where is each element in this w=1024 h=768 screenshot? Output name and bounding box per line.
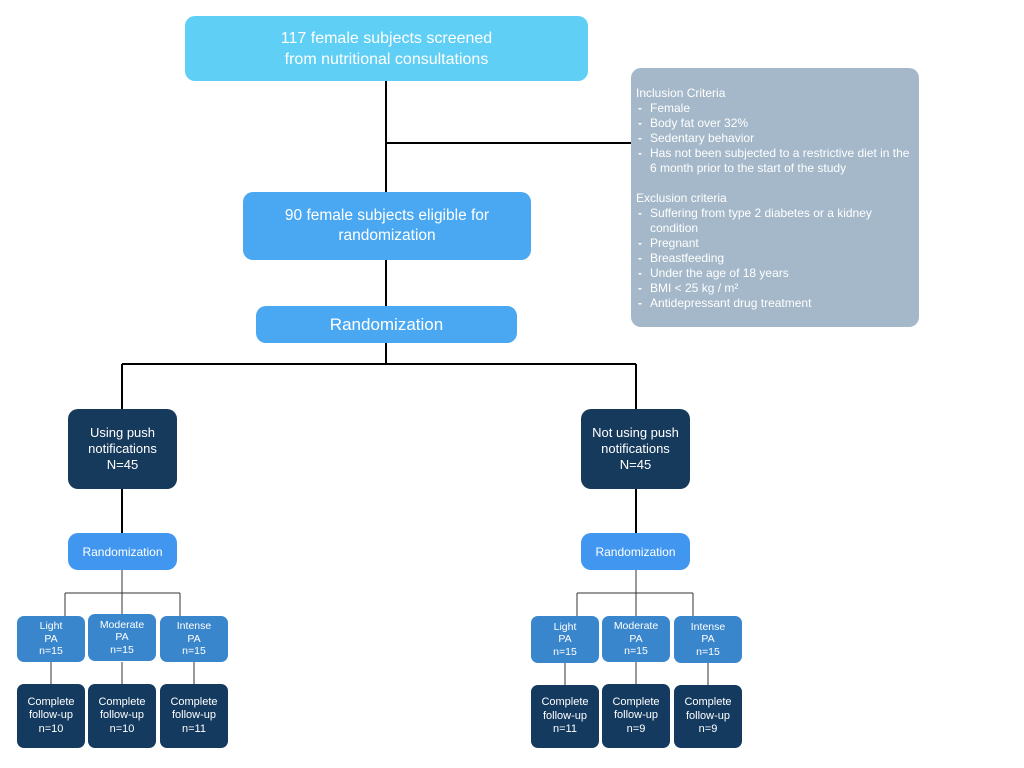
pa-group-label: Moderate PA n=15 (613, 620, 659, 658)
pa-group-light: Light PA n=15 (17, 616, 85, 662)
exclusion-item: Antidepressant drug treatment (636, 296, 911, 311)
followup-box: Complete follow-up n=10 (17, 684, 85, 748)
pa-group-moderate: Moderate PA n=15 (88, 614, 156, 661)
criteria-box: Inclusion Criteria Female Body fat over … (631, 68, 919, 327)
followup-box: Complete follow-up n=9 (602, 684, 670, 748)
followup-label: Complete follow-up n=10 (27, 695, 75, 735)
inclusion-item: Sedentary behavior (636, 131, 911, 146)
followup-box: Complete follow-up n=9 (674, 685, 742, 748)
pa-group-intense: Intense PA n=15 (674, 616, 742, 663)
inclusion-item: Has not been subjected to a restrictive … (636, 146, 911, 176)
pa-group-intense: Intense PA n=15 (160, 616, 228, 662)
pa-group-light: Light PA n=15 (531, 616, 599, 663)
arm-randomization-box: Randomization (581, 533, 690, 570)
followup-label: Complete follow-up n=10 (98, 695, 146, 735)
pa-group-moderate: Moderate PA n=15 (602, 616, 670, 662)
followup-box: Complete follow-up n=10 (88, 684, 156, 748)
exclusion-item: Suffering from type 2 diabetes or a kidn… (636, 206, 911, 236)
arm-label: Using push notifications N=45 (88, 425, 157, 472)
followup-label: Complete follow-up n=9 (684, 696, 732, 736)
eligible-box: 90 female subjects eligible for randomiz… (243, 192, 531, 260)
inclusion-list: Female Body fat over 32% Sedentary behav… (636, 101, 911, 176)
pa-group-label: Intense PA n=15 (690, 620, 726, 658)
pa-group-label: Moderate PA n=15 (99, 618, 145, 656)
exclusion-item: Breastfeeding (636, 251, 911, 266)
screened-box: 117 female subjects screened from nutrit… (185, 16, 588, 81)
pa-group-label: Light PA n=15 (553, 620, 577, 658)
pa-group-label: Intense PA n=15 (176, 620, 212, 658)
screened-label: 117 female subjects screened from nutrit… (280, 29, 493, 68)
exclusion-item: Under the age of 18 years (636, 266, 911, 281)
followup-box: Complete follow-up n=11 (531, 685, 599, 748)
exclusion-list: Suffering from type 2 diabetes or a kidn… (636, 206, 911, 311)
followup-label: Complete follow-up n=11 (541, 696, 589, 736)
pa-group-label: Light PA n=15 (39, 620, 63, 658)
followup-label: Complete follow-up n=11 (170, 695, 218, 735)
inclusion-item: Body fat over 32% (636, 116, 911, 131)
followup-label: Complete follow-up n=9 (612, 695, 660, 735)
arm-randomization-box: Randomization (68, 533, 177, 570)
arm-randomization-label: Randomization (82, 544, 163, 559)
randomization-label: Randomization (329, 314, 444, 334)
inclusion-title: Inclusion Criteria (636, 86, 726, 100)
followup-box: Complete follow-up n=11 (160, 684, 228, 748)
eligible-label: 90 female subjects eligible for randomiz… (284, 207, 490, 244)
exclusion-item: Pregnant (636, 236, 911, 251)
exclusion-title: Exclusion criteria (636, 191, 727, 205)
arm-randomization-label: Randomization (595, 544, 676, 559)
arm-label: Not using push notifications N=45 (592, 425, 679, 472)
arm-no-push-notifications: Not using push notifications N=45 (581, 409, 690, 489)
arm-push-notifications: Using push notifications N=45 (68, 409, 177, 489)
randomization-box: Randomization (256, 306, 517, 343)
inclusion-item: Female (636, 101, 911, 116)
exclusion-item: BMI < 25 kg / m² (636, 281, 911, 296)
